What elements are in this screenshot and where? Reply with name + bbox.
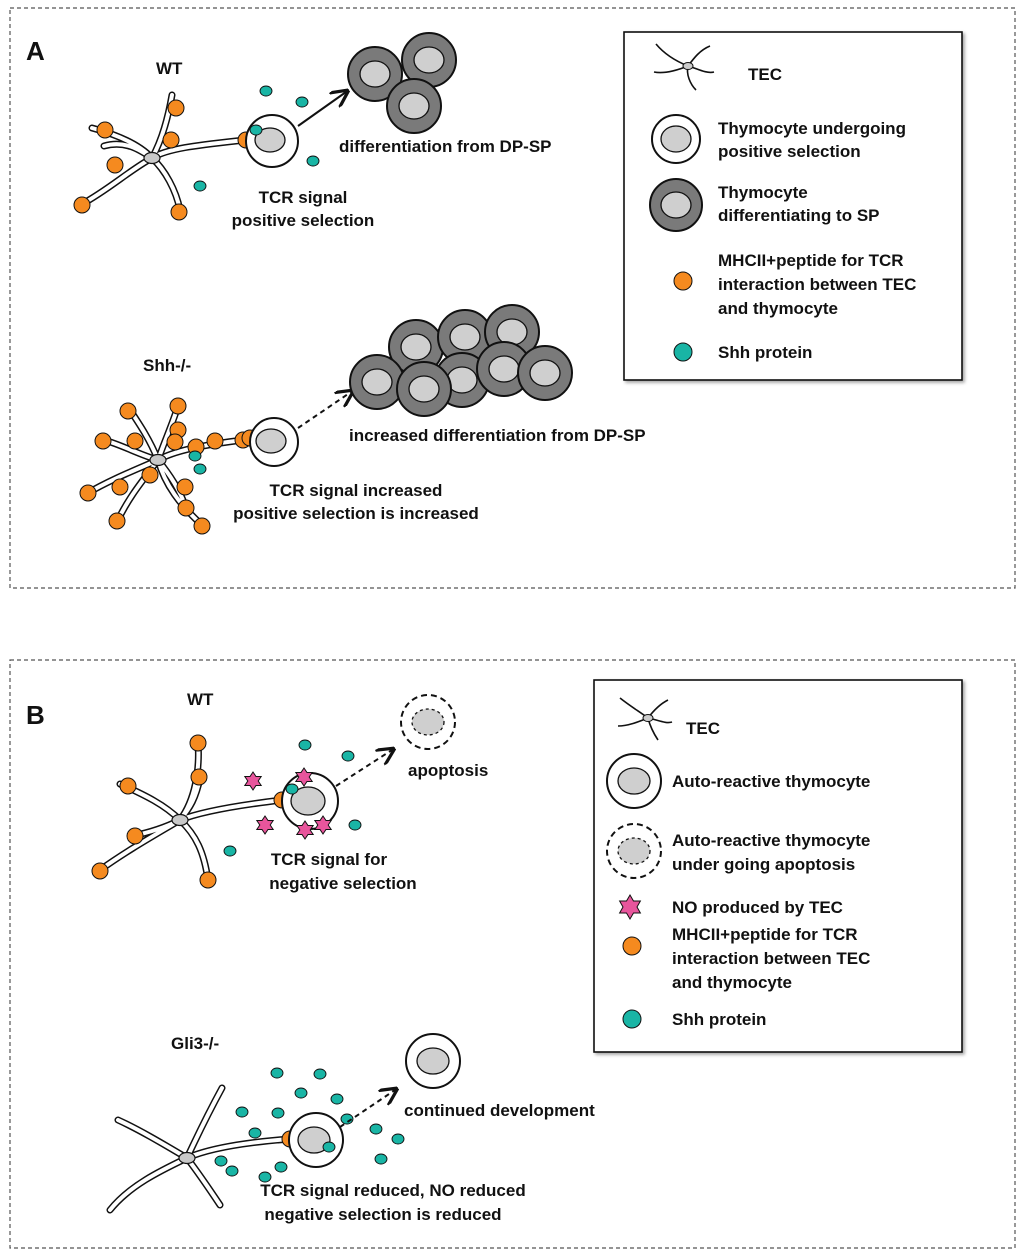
legend-b-mhc-line2: interaction between TEC [672,949,870,968]
panel-a-wt-tec-cell [78,91,249,214]
legend-a-thymocyte-pos-line1: Thymocyte undergoing [718,119,906,138]
legend-b-autoreactive-label: Auto-reactive thymocyte [672,772,870,791]
panel-b-mutant-signal-line1: TCR signal reduced, NO reduced [260,1181,525,1200]
panel-b-frame [9,659,1016,1249]
legend-a-thymocyte-sp-icon [649,178,703,232]
legend-b-no-label: NO produced by TEC [672,898,843,917]
panel-b-wt-apoptotic-cell [400,694,456,750]
panel-b-wt-signal-line1: TCR signal for [271,850,388,869]
panel-a-mutant-tec-cell [82,402,248,530]
panel-a-mutant-sp-cells [349,304,573,417]
panel-a-mutant-signal-line1: TCR signal increased [270,481,443,500]
legend-a-mhc-line2: interaction between TEC [718,275,916,294]
panel-b-letter: B [26,700,45,730]
panel-b-mutant-tec-cell [106,1084,294,1214]
legend-a-mhc-line1: MHCII+peptide for TCR [718,251,904,270]
legend-a-thymocyte-pos-icon [651,114,701,164]
legend-b-mhc-icon [622,936,642,956]
panel-a-frame [9,7,1016,589]
panel-b-wt-arrow [335,750,392,787]
legend-a-shh-label: Shh protein [718,343,812,362]
legend-b-apoptosis-icon [606,823,662,879]
legend-b-mhc-line1: MHCII+peptide for TCR [672,925,858,944]
legend-b-tec-icon [617,697,673,741]
panel-b-mutant-label: Gli3-/- [171,1034,219,1053]
panel-b-wt-signal-line2: negative selection [269,874,416,893]
panel-a-wt-sp-cells [347,32,457,134]
panel-a-wt-signal-line1: TCR signal [259,188,348,207]
legend-b-shh-icon [622,1009,642,1029]
legend-b-tec-label: TEC [686,719,720,738]
legend-a-tec-icon [653,43,715,91]
legend-a-thymocyte-sp-line2: differentiating to SP [718,206,880,225]
legend-a-mhc-line3: and thymocyte [718,299,838,318]
panel-a-mutant-thymocyte [249,417,299,467]
panel-a-wt-label: WT [156,59,183,78]
panel-b-wt-outcome: apoptosis [408,761,488,780]
panel-a-wt-mhc-dots [73,99,255,221]
panel-b-wt-label: WT [187,690,214,709]
panel-a-wt-thymocyte [245,114,299,168]
panel-a-mutant-shh-dots [188,450,207,475]
legend-a-thymocyte-pos-line2: positive selection [718,142,861,161]
panel-a-wt-arrow [297,92,346,127]
panel-a-wt-outcome: differentiation from DP-SP [339,137,552,156]
panel-a-mutant-signal-line2: positive selection is increased [233,504,479,523]
panel-b-mutant-signal-line2: negative selection is reduced [264,1205,501,1224]
legend-b-shh-label: Shh protein [672,1010,766,1029]
panel-b-mutant-thymocyte [288,1112,344,1168]
legend-b-apoptosis-line1: Auto-reactive thymocyte [672,831,870,850]
legend-a-thymocyte-sp-line1: Thymocyte [718,183,808,202]
legend-a-tec-label: TEC [748,65,782,84]
panel-a-mutant-outcome: increased differentiation from DP-SP [349,426,646,445]
panel-a-wt-shh-dots [193,85,320,192]
panel-a-letter: A [26,36,45,66]
legend-b-apoptosis-line2: under going apoptosis [672,855,855,874]
panel-b-mutant-healthy-cell [405,1033,461,1089]
panel-b-wt-no-stars [243,767,333,840]
panel-b-mutant-outcome: continued development [404,1101,595,1120]
panel-b-wt-mhc-dots [91,734,291,889]
panel-b-mutant-shh-dots [214,1067,405,1183]
legend-a-mhc-icon [673,271,693,291]
panel-b-wt-shh-dots [223,739,362,857]
panel-a-mutant-label: Shh-/- [143,356,191,375]
legend-b-mhc-line3: and thymocyte [672,973,792,992]
panel-a-mutant-arrow [297,392,351,429]
legend-a-shh-icon [673,342,693,362]
legend-b-no-icon [618,894,642,920]
legend-b-autoreactive-icon [606,753,662,809]
panel-a-wt-signal-line2: positive selection [232,211,375,230]
panel-b-wt-tec-cell [96,738,286,884]
panel-a-mutant-mhc-dots [79,397,259,535]
panel-b-mutant-arrow [339,1090,395,1128]
